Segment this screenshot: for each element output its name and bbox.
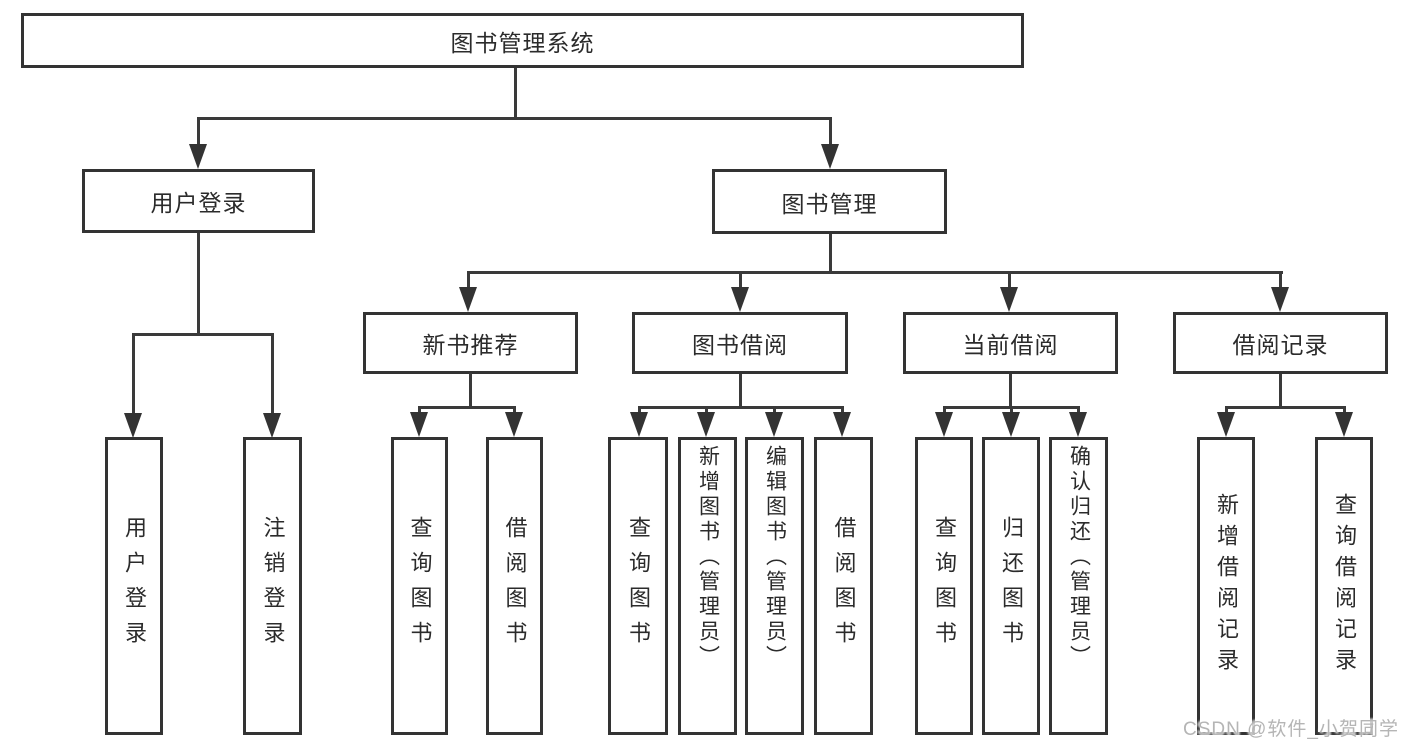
leaf-add-borrow-record-label: 新增借阅记录 [1214,493,1239,679]
arrowhead-down-icon [1069,412,1087,437]
connector-line [638,406,844,409]
leaf-borrowing-query-books: 查询图书 [608,437,668,735]
connector-line [705,406,708,415]
node-current-borrowing-label: 当前借阅 [962,332,1059,358]
connector-line [469,373,472,409]
leaf-query-borrow-record-label: 查询借阅记录 [1332,493,1357,679]
arrowhead-down-icon [731,287,749,312]
leaf-current-query-books-label: 查询图书 [932,516,957,656]
connector-line [514,68,517,118]
connector-line [467,271,470,293]
node-new-book-recommendation-label: 新书推荐 [422,332,519,358]
node-root: 图书管理系统 [21,13,1024,68]
connector-line [197,233,200,335]
leaf-borrow-books: 借阅图书 [814,437,873,735]
arrowhead-down-icon [833,412,851,437]
node-borrowing-records-label: 借阅记录 [1232,332,1329,358]
arrowhead-down-icon [124,413,142,438]
leaf-add-books-admin: 新增图书（管理员） [678,437,737,735]
connector-line [467,271,1283,274]
arrowhead-down-icon [459,287,477,312]
leaf-add-books-admin-label: 新增图书（管理员） [696,445,720,670]
node-book-borrowing-label: 图书借阅 [692,332,788,358]
node-book-management: 图书管理 [712,169,947,234]
node-book-borrowing: 图书借阅 [632,312,848,374]
leaf-edit-books-admin: 编辑图书（管理员） [745,437,804,735]
node-user-login-label: 用户登录 [150,190,247,216]
connector-line [132,333,274,336]
leaf-borrowing-query-books-label: 查询图书 [626,516,651,656]
connector-line [418,406,515,409]
connector-line [943,406,946,415]
arrowhead-down-icon [263,413,281,438]
arrowhead-down-icon [1217,412,1235,437]
connector-line [1077,406,1080,415]
leaf-add-borrow-record: 新增借阅记录 [1197,437,1255,735]
connector-line [829,117,832,147]
connector-line [197,117,832,120]
leaf-confirm-return-admin: 确认归还（管理员） [1049,437,1108,735]
leaf-user-login-label: 用户登录 [122,516,147,656]
arrowhead-down-icon [630,412,648,437]
leaf-query-borrow-record: 查询借阅记录 [1315,437,1373,735]
arrowhead-down-icon [1335,412,1353,437]
connector-line [829,234,832,274]
arrowhead-down-icon [765,412,783,437]
leaf-confirm-return-admin-label: 确认归还（管理员） [1067,445,1091,670]
leaf-logout: 注销登录 [243,437,302,735]
connector-line [1225,406,1345,409]
connector-line [638,406,641,415]
arrowhead-down-icon [1271,287,1289,312]
leaf-recommend-query-books-label: 查询图书 [407,516,433,656]
leaf-current-query-books: 查询图书 [915,437,973,735]
arrowhead-down-icon [1000,287,1018,312]
node-new-book-recommendation: 新书推荐 [363,312,578,374]
leaf-recommend-query-books: 查询图书 [391,437,448,735]
connector-line [739,374,742,409]
node-current-borrowing: 当前借阅 [903,312,1118,374]
connector-line [418,406,421,415]
arrowhead-down-icon [1002,412,1020,437]
arrowhead-down-icon [505,412,523,437]
leaf-recommend-borrow-books-label: 借阅图书 [502,516,528,656]
connector-line [1343,406,1346,415]
arrowhead-down-icon [410,412,428,437]
node-root-label: 图书管理系统 [450,29,595,56]
leaf-edit-books-admin-label: 编辑图书（管理员） [763,445,787,670]
arrowhead-down-icon [935,412,953,437]
arrowhead-down-icon [189,144,207,169]
leaf-borrow-books-label: 借阅图书 [831,516,857,656]
connector-line [197,117,200,147]
connector-line [1009,374,1012,409]
connector-line [1010,406,1013,415]
leaf-return-books-label: 归还图书 [999,516,1024,656]
connector-line [1008,271,1011,293]
connector-line [773,406,776,415]
leaf-user-login: 用户登录 [105,437,163,735]
leaf-logout-label: 注销登录 [260,516,286,656]
connector-line [271,333,274,416]
leaf-return-books: 归还图书 [982,437,1040,735]
arrowhead-down-icon [821,144,839,169]
connector-line [513,406,516,415]
node-book-management-label: 图书管理 [781,190,878,217]
connector-line [1279,374,1282,409]
node-borrowing-records: 借阅记录 [1173,312,1388,374]
leaf-recommend-borrow-books: 借阅图书 [486,437,543,735]
node-user-login: 用户登录 [82,169,315,233]
connector-line [132,333,135,416]
arrowhead-down-icon [697,412,715,437]
connector-line [841,406,844,415]
connector-line [739,271,742,293]
connector-line [1279,271,1282,293]
connector-line [1225,406,1228,415]
watermark: CSDN @软件_小贺同学 [1183,719,1399,740]
